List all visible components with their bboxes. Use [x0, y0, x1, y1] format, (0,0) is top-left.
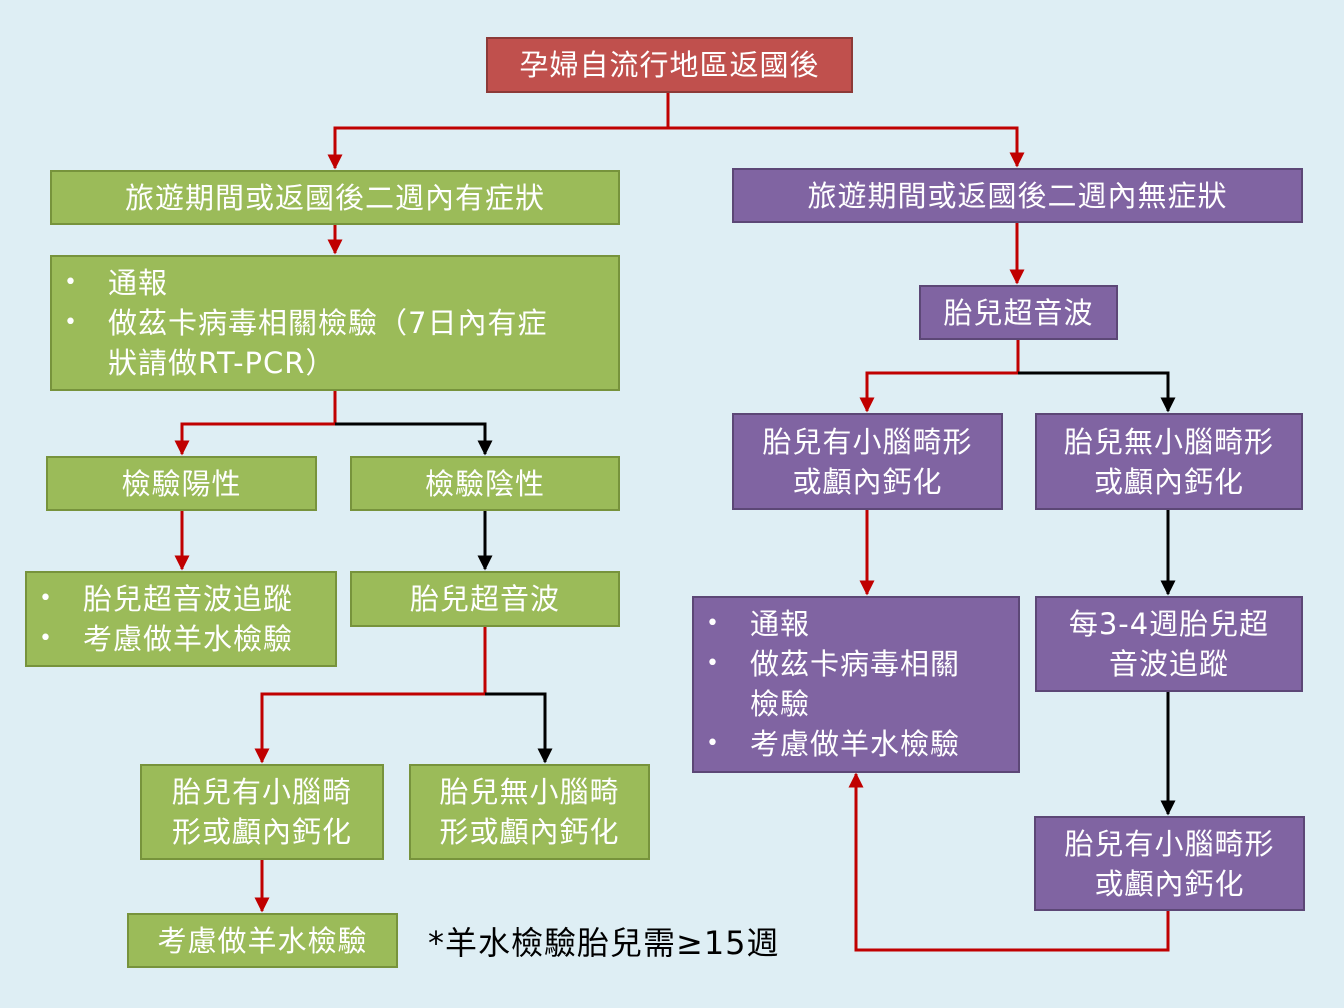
periodic-ultrasound-line2: 音波追蹤 [1108, 647, 1229, 681]
edge-asym-ultrasound-to-no [1018, 371, 1176, 413]
test-negative-node: 檢驗陰性 [350, 456, 620, 511]
asym-action-test-line1: 做茲卡病毒相關 [750, 647, 961, 681]
edge-start-to-asymptomatic [668, 126, 1025, 168]
neg-has-abnormality-node: 胎兒有小腦畸 形或顱內鈣化 [140, 764, 384, 860]
test-positive-node: 檢驗陽性 [46, 456, 317, 511]
edge-ultrasound-to-has [254, 692, 485, 764]
asym-has-abnormality-line2: 或顱內鈣化 [792, 464, 943, 499]
positive-followup-node: 胎兒超音波追蹤 考慮做羊水檢驗 [25, 571, 337, 667]
symptomatic-actions-node: 通報 做茲卡病毒相關檢驗（7日內有症 狀請做RT-PCR） [50, 255, 620, 391]
symptomatic-action-test: 做茲卡病毒相關檢驗（7日內有症 狀請做RT-PCR） [52, 303, 547, 383]
periodic-ultrasound-line1: 每3-4週胎兒超 [1068, 607, 1270, 641]
edge-asym-ultrasound-to-has [859, 371, 1018, 413]
edge-actions-to-negative [335, 422, 493, 456]
asym-has-abnormality-node: 胎兒有小腦畸形 或顱內鈣化 [732, 413, 1003, 510]
symptomatic-node-label: 旅遊期間或返國後二週內有症狀 [124, 180, 545, 215]
test-positive-label: 檢驗陽性 [121, 466, 242, 501]
asym-action-test: 做茲卡病毒相關 檢驗 [694, 644, 960, 724]
asymptomatic-node-label: 旅遊期間或返國後二週內無症狀 [807, 178, 1228, 213]
footnote: *羊水檢驗胎兒需≥15週 [428, 924, 780, 962]
negative-ultrasound-node: 胎兒超音波 [350, 571, 620, 627]
edge-later-to-actions [848, 772, 1170, 952]
symptomatic-node: 旅遊期間或返國後二週內有症狀 [50, 170, 620, 225]
later-abnormality-node: 胎兒有小腦畸形 或顱內鈣化 [1034, 816, 1305, 911]
neg-no-abnormality-node: 胎兒無小腦畸 形或顱內鈣化 [409, 764, 650, 860]
negative-ultrasound-label: 胎兒超音波 [409, 582, 560, 616]
start-node-label: 孕婦自流行地區返國後 [519, 48, 820, 82]
later-abnormality-line1: 胎兒有小腦畸形 [1064, 826, 1275, 861]
edge-start-to-symptomatic [327, 126, 668, 170]
neg-no-abnormality-line1: 胎兒無小腦畸 [439, 775, 620, 809]
symptomatic-action-test-line1: 做茲卡病毒相關檢驗（7日內有症 [108, 306, 548, 340]
edge-actions-to-positive [174, 422, 335, 456]
later-abnormality-line2: 或顱內鈣化 [1094, 866, 1245, 901]
start-node: 孕婦自流行地區返國後 [486, 37, 853, 93]
asym-actions-node: 通報 做茲卡病毒相關 檢驗 考慮做羊水檢驗 [692, 596, 1020, 773]
consider-amnio-node: 考慮做羊水檢驗 [127, 913, 398, 968]
asym-ultrasound-node: 胎兒超音波 [919, 285, 1118, 340]
asym-action-report: 通報 [694, 604, 960, 644]
asym-action-amnio: 考慮做羊水檢驗 [694, 724, 960, 764]
symptomatic-action-test-line2: 狀請做RT-PCR） [108, 346, 336, 380]
symptomatic-action-report: 通報 [52, 263, 547, 303]
test-negative-label: 檢驗陰性 [424, 466, 545, 501]
neg-has-abnormality-line2: 形或顱內鈣化 [171, 815, 352, 849]
asym-ultrasound-label: 胎兒超音波 [943, 295, 1094, 330]
positive-followup-ultrasound: 胎兒超音波追蹤 [27, 579, 293, 619]
asymptomatic-node: 旅遊期間或返國後二週內無症狀 [732, 168, 1303, 223]
neg-has-abnormality-line1: 胎兒有小腦畸 [171, 775, 352, 809]
asym-action-test-line2: 檢驗 [750, 687, 811, 721]
asym-no-abnormality-line2: 或顱內鈣化 [1093, 464, 1244, 499]
asym-has-abnormality-line1: 胎兒有小腦畸形 [762, 424, 973, 459]
edge-ultrasound-to-no [485, 692, 553, 764]
periodic-ultrasound-node: 每3-4週胎兒超 音波追蹤 [1035, 596, 1303, 692]
neg-no-abnormality-line2: 形或顱內鈣化 [439, 815, 620, 849]
asym-no-abnormality-node: 胎兒無小腦畸形 或顱內鈣化 [1035, 413, 1303, 510]
positive-followup-amnio: 考慮做羊水檢驗 [27, 619, 293, 659]
consider-amnio-label: 考慮做羊水檢驗 [157, 923, 368, 958]
asym-no-abnormality-line1: 胎兒無小腦畸形 [1063, 424, 1274, 459]
